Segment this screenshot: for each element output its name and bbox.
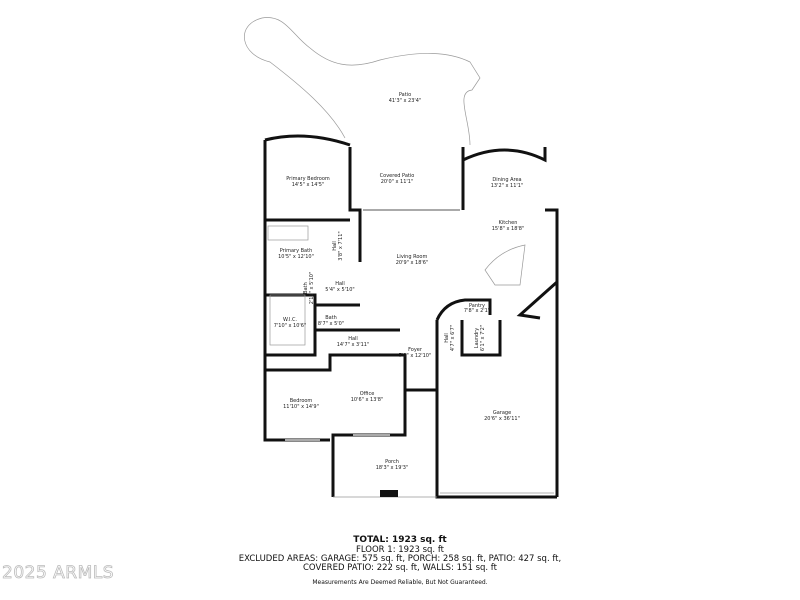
svg-text:10'6" x 13'8": 10'6" x 13'8" [351,397,384,403]
excluded-areas-line1: EXCLUDED AREAS: GARAGE: 575 sq. ft, PORC… [238,554,562,564]
watermark: 2025 ARMLS [2,563,115,584]
svg-text:14'5" x 14'5": 14'5" x 14'5" [292,182,325,188]
svg-text:Foyer: Foyer [408,347,423,353]
svg-text:W.I.C.: W.I.C. [283,317,298,323]
svg-text:7'10" x 10'6": 7'10" x 10'6" [274,323,307,329]
room-label-wic: W.I.C.7'10" x 10'6" [274,317,307,329]
kitchen-island [484,244,526,286]
svg-text:7'0" x 12'10": 7'0" x 12'10" [399,353,432,359]
svg-text:Living Room: Living Room [397,254,428,260]
svg-text:Primary Bath: Primary Bath [280,248,313,254]
svg-text:Primary Bedroom: Primary Bedroom [286,176,330,182]
svg-text:7'8" x 2'1": 7'8" x 2'1" [464,308,490,314]
svg-text:5'4" x 5'10": 5'4" x 5'10" [325,287,354,293]
svg-text:Hall: Hall [348,336,358,342]
svg-text:20'6" x 36'11": 20'6" x 36'11" [484,416,520,422]
svg-text:Patio: Patio [399,92,411,98]
svg-text:2'11" x 5'10": 2'11" x 5'10" [309,272,315,305]
svg-text:6'1" x 7'2": 6'1" x 7'2" [480,325,486,351]
svg-text:3'8" x 7'11": 3'8" x 7'11" [338,231,344,260]
svg-text:4'7" x 6'7": 4'7" x 6'7" [450,325,456,351]
walls [263,134,559,499]
svg-text:Bath: Bath [303,282,309,294]
bathtub [267,225,309,241]
svg-text:15'8" x 18'8": 15'8" x 18'8" [492,226,525,232]
total-area: TOTAL: 1923 sq. ft [353,535,447,545]
svg-text:8'7" x 5'0": 8'7" x 5'0" [318,321,344,327]
floor1-area: FLOOR 1: 1923 sq. ft [355,545,445,555]
svg-text:Dining Area: Dining Area [492,177,521,183]
patio-outline [244,17,481,146]
svg-text:Kitchen: Kitchen [499,220,518,226]
svg-text:Hall: Hall [444,333,450,343]
excluded-areas-line2: COVERED PATIO: 222 sq. ft, WALLS: 151 sq… [303,563,497,573]
svg-text:10'5" x 12'10": 10'5" x 12'10" [278,254,314,260]
svg-text:Laundry: Laundry [474,328,480,348]
svg-text:Pantry: Pantry [469,303,485,309]
svg-text:13'2" x 11'1": 13'2" x 11'1" [491,183,524,189]
svg-text:Office: Office [360,391,375,397]
svg-text:Garage: Garage [493,410,511,416]
wic-island [269,294,306,346]
svg-text:Bedroom: Bedroom [290,398,313,404]
svg-text:18'3" x 19'3": 18'3" x 19'3" [376,465,409,471]
windows [285,209,460,498]
svg-text:Covered Patio: Covered Patio [380,173,415,179]
svg-text:Hall: Hall [335,281,345,287]
svg-text:41'3" x 23'4": 41'3" x 23'4" [389,98,422,104]
svg-text:Porch: Porch [385,459,399,465]
svg-text:11'10" x 14'9": 11'10" x 14'9" [283,404,319,410]
svg-text:Hall: Hall [332,241,338,251]
svg-text:20'9" x 18'6": 20'9" x 18'6" [396,260,429,266]
svg-text:Bath: Bath [325,315,337,321]
svg-text:20'0" x 11'1": 20'0" x 11'1" [381,179,414,185]
disclaimer: Measurements Are Deemed Reliable, But No… [312,579,488,586]
svg-text:14'7" x 3'11": 14'7" x 3'11" [337,342,370,348]
